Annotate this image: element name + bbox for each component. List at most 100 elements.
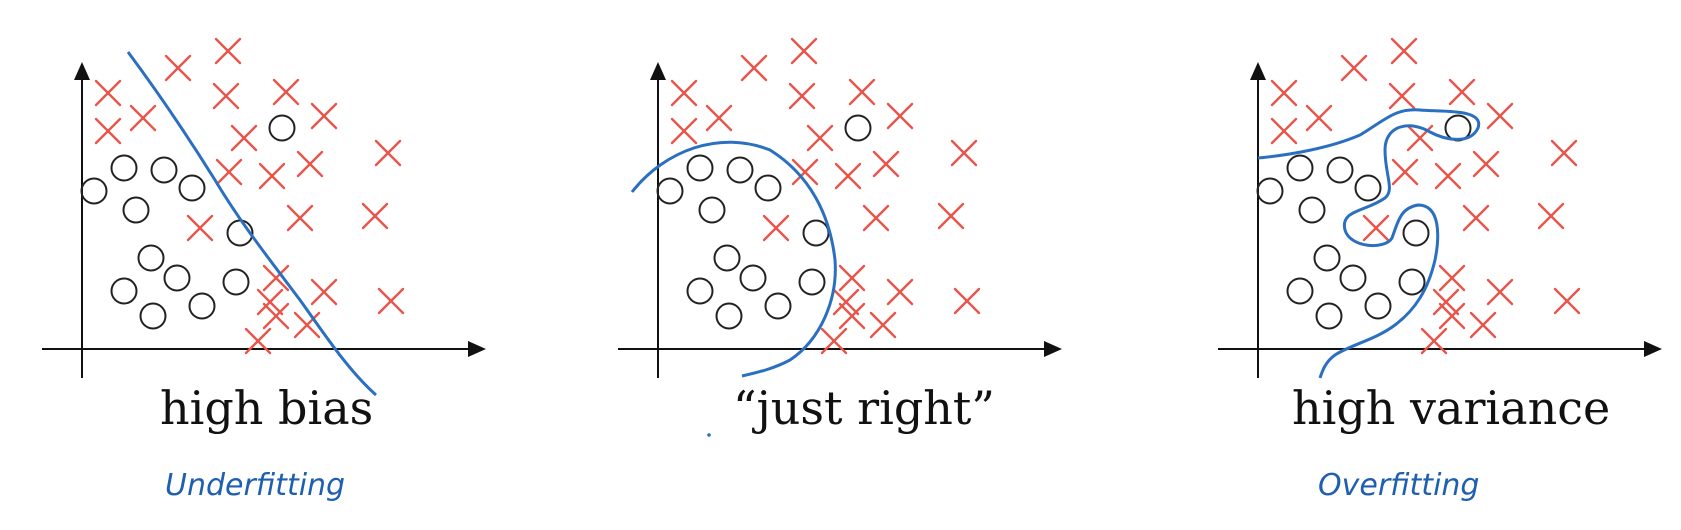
cross-marker <box>377 287 405 315</box>
y-axis-arrow-icon <box>1250 62 1266 80</box>
panel-high-variance: high variance Overfitting <box>1218 37 1662 503</box>
circle-marker <box>1286 277 1314 305</box>
panel-just-right: “just right” <box>618 37 1062 437</box>
cross-marker <box>762 214 790 242</box>
cross-marker <box>740 54 768 82</box>
cross-marker <box>262 264 290 292</box>
axes <box>1218 62 1662 378</box>
cross-marker <box>670 79 698 107</box>
cross-marker <box>1388 82 1416 110</box>
cross-marker <box>1432 288 1460 316</box>
circle-marker <box>1354 174 1382 202</box>
circle-marker <box>698 196 726 224</box>
cross-marker <box>832 288 860 316</box>
cross-marker <box>1434 162 1462 190</box>
cross-marker <box>1420 327 1448 355</box>
panel-high-bias: high bias Underfitting <box>42 37 486 503</box>
circle-marker <box>754 174 782 202</box>
axes <box>618 62 1062 378</box>
circle-marker <box>686 154 714 182</box>
circle-marker <box>715 302 743 330</box>
cross-marker <box>1486 102 1514 130</box>
circle-marker <box>764 292 792 320</box>
annotation-underfitting: Underfitting <box>165 468 345 503</box>
annotation-overfitting: Overfitting <box>1318 468 1479 503</box>
cross-marker <box>1448 78 1476 106</box>
cross-marker <box>310 278 338 306</box>
cross-marker <box>806 124 834 152</box>
circle-marker <box>656 177 684 205</box>
circle-marker <box>178 174 206 202</box>
cross-marker <box>848 78 876 106</box>
cross-marker <box>838 264 866 292</box>
circle-marker <box>1313 244 1341 272</box>
circle-marker <box>726 156 754 184</box>
circle-marker <box>139 302 167 330</box>
cross-marker <box>214 37 242 65</box>
cross-marker <box>272 78 300 106</box>
cross-marker <box>705 104 733 132</box>
circle-marker <box>110 154 138 182</box>
panel-label-high-bias: high bias <box>160 381 373 435</box>
cross-marker <box>215 158 243 186</box>
cross-marker <box>820 327 848 355</box>
circle-marker <box>110 277 138 305</box>
cross-marker <box>670 117 698 145</box>
circle-marker <box>1286 154 1314 182</box>
panel-label-high-variance: high variance <box>1292 381 1610 435</box>
cross-marker <box>258 162 286 190</box>
decision-boundary <box>1257 108 1481 379</box>
circle-marker <box>268 114 296 142</box>
axes <box>42 62 486 378</box>
circle-marker <box>686 277 714 305</box>
circle-marker <box>1398 268 1426 296</box>
cross-marker <box>286 204 314 232</box>
circle-marker <box>713 244 741 272</box>
cross-marker <box>886 102 914 130</box>
cross-marker <box>1438 264 1466 292</box>
cross-marker <box>869 311 897 339</box>
cross-marker <box>1362 214 1390 242</box>
cross-marker <box>310 102 338 130</box>
circle-marker <box>1298 196 1326 224</box>
cross-marker <box>1270 117 1298 145</box>
cross-marker <box>1486 278 1514 306</box>
cross-marker <box>937 202 965 230</box>
cross-marker <box>1472 150 1500 178</box>
circle-marker <box>1364 292 1392 320</box>
cross-marker <box>212 82 240 110</box>
cross-marker <box>94 79 122 107</box>
cross-marker <box>1462 204 1490 232</box>
cross-marker <box>1537 202 1565 230</box>
circle-marker <box>739 264 767 292</box>
cross-marker <box>244 327 272 355</box>
cross-markers <box>670 37 981 355</box>
decision-boundary <box>126 51 377 397</box>
cross-markers <box>1270 37 1581 355</box>
cross-marker <box>1469 311 1497 339</box>
cross-marker <box>1270 79 1298 107</box>
cross-marker <box>293 311 321 339</box>
cross-marker <box>1305 104 1333 132</box>
cross-marker <box>790 37 818 65</box>
cross-marker <box>186 214 214 242</box>
cross-marker <box>1553 287 1581 315</box>
circle-marker <box>122 196 150 224</box>
cross-marker <box>788 82 816 110</box>
circle-marker <box>1339 264 1367 292</box>
circle-marker <box>188 292 216 320</box>
cross-marker <box>862 204 890 232</box>
cross-marker <box>838 302 866 330</box>
cross-marker <box>1390 37 1418 65</box>
cross-marker <box>1340 54 1368 82</box>
circle-markers <box>80 114 296 330</box>
cross-marker <box>262 302 290 330</box>
cross-marker <box>374 139 402 167</box>
cross-marker <box>1391 158 1419 186</box>
cross-marker <box>164 54 192 82</box>
cross-marker <box>872 150 900 178</box>
circle-marker <box>844 114 872 142</box>
x-axis-arrow-icon <box>1044 341 1062 357</box>
circle-marker <box>137 244 165 272</box>
